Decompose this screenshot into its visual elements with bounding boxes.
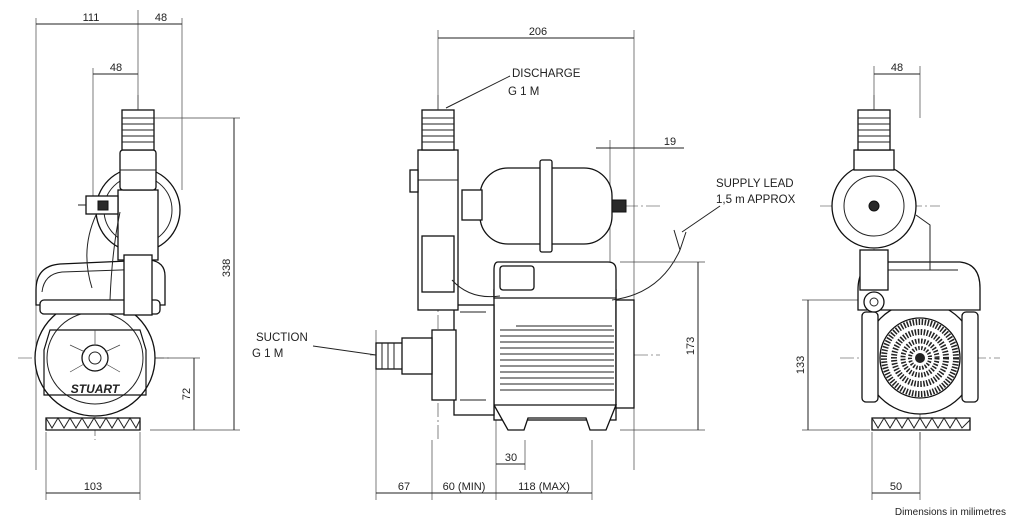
right-view: 48 133 50 <box>795 62 1000 500</box>
fan-cover <box>881 319 959 397</box>
supply-lead-label: SUPPLY LEAD <box>716 178 794 190</box>
dim-206: 206 <box>529 26 547 38</box>
dim-48-inner: 48 <box>110 62 122 74</box>
motor-fins <box>500 329 614 391</box>
dim-111: 111 <box>83 12 100 24</box>
dim-67: 67 <box>398 481 410 493</box>
brand-logo: STUART <box>71 382 121 396</box>
dim-19: 19 <box>664 136 676 148</box>
discharge-size: G 1 M <box>508 86 539 98</box>
discharge-label: DISCHARGE <box>512 68 581 80</box>
dim-50: 50 <box>890 481 902 493</box>
dim-48-right: 48 <box>891 62 903 74</box>
dim-60-min: 60 (MIN) <box>443 481 486 493</box>
dim-48-top: 48 <box>155 12 167 24</box>
dim-338: 338 <box>221 259 233 277</box>
dim-30: 30 <box>505 452 517 464</box>
suction-label: SUCTION <box>256 332 308 344</box>
dim-103: 103 <box>84 481 102 493</box>
dim-72: 72 <box>181 388 193 400</box>
suction-size: G 1 M <box>252 348 283 360</box>
left-view: STUART 111 48 48 338 72 103 <box>18 10 240 500</box>
dim-173: 173 <box>685 337 697 355</box>
supply-lead-length: 1,5 m APPROX <box>716 194 796 206</box>
dim-133: 133 <box>795 356 807 374</box>
units-footnote: Dimensions in milimetres <box>895 507 1006 518</box>
dim-118-max: 118 (MAX) <box>518 481 570 493</box>
centre-view: DISCHARGE G 1 M SUCTION G 1 M SUPPLY LEA… <box>252 26 796 500</box>
